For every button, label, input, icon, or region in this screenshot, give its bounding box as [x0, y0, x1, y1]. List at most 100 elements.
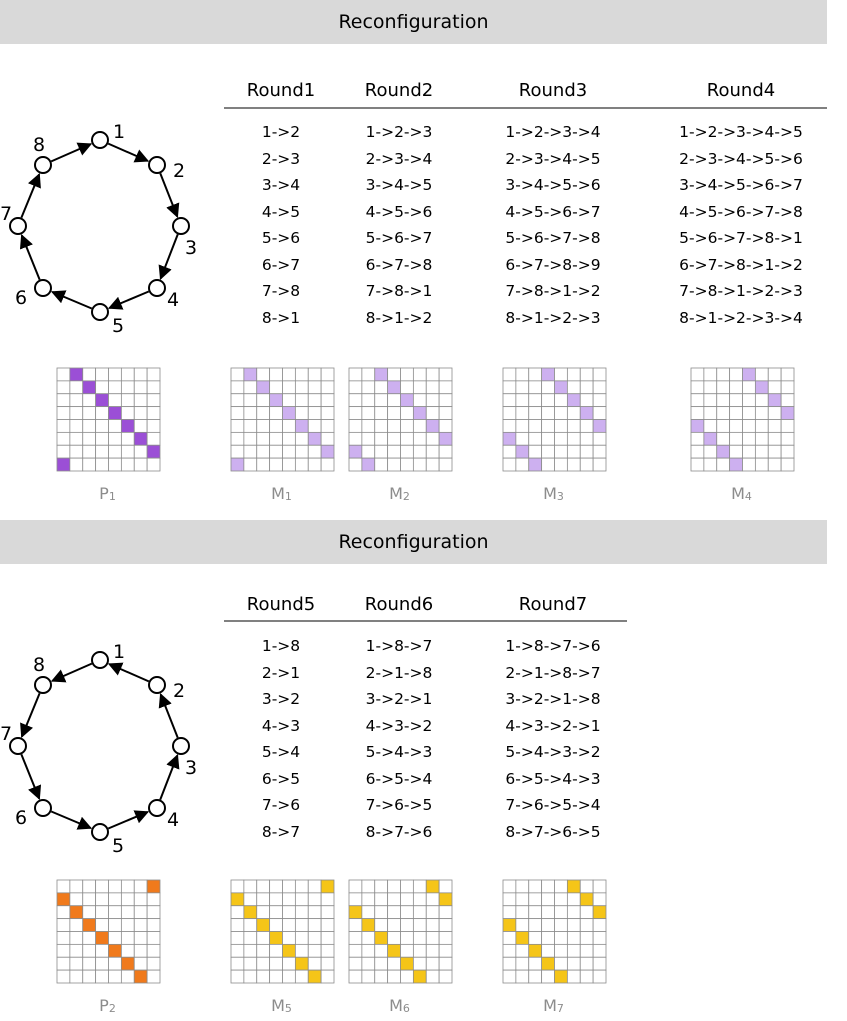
- matrix-cell: [566, 969, 581, 984]
- ring-edge-arrow: [158, 693, 179, 738]
- matrix-cell: [374, 457, 389, 472]
- matrix-cell-filled: [690, 419, 705, 433]
- matrix-cell: [729, 380, 743, 395]
- matrix-cell: [243, 444, 258, 459]
- matrix-cell: [56, 393, 71, 408]
- matrix-cell: [133, 444, 148, 459]
- ring-edge-arrow: [50, 142, 93, 163]
- matrix-cell: [120, 969, 135, 984]
- matrix-cell-filled: [146, 879, 161, 894]
- path-cell: 5->6: [261, 229, 301, 247]
- matrix-cell: [425, 444, 440, 459]
- matrix-cell: [230, 367, 245, 382]
- ring-edge-arrow: [20, 753, 42, 801]
- matrix-cell-filled: [82, 918, 97, 932]
- matrix-cell: [566, 905, 581, 920]
- round-header: Round7: [518, 594, 588, 615]
- matrix-cell: [348, 918, 363, 932]
- path-cell: 7->8: [261, 282, 301, 300]
- matrix-cell: [579, 943, 594, 958]
- ring-edge-arrow: [107, 290, 150, 310]
- matrix-cell: [387, 956, 401, 971]
- matrix-cell: [146, 367, 161, 382]
- matrix-cell: [361, 419, 376, 433]
- matrix-cell: [348, 956, 363, 971]
- matrix-cell-filled: [554, 969, 568, 984]
- path-cell: 2->1: [261, 663, 301, 682]
- matrix-cell: [69, 431, 84, 446]
- ring-node-label: 7: [0, 203, 12, 225]
- matrix-cell: [502, 892, 517, 907]
- matrix-cell: [320, 892, 335, 907]
- matrix-cell: [146, 393, 161, 408]
- matrix-label: P1: [99, 484, 116, 503]
- matrix-cell: [307, 393, 322, 408]
- matrix-cell: [716, 367, 731, 382]
- matrix-cell: [780, 393, 795, 408]
- matrix-cell: [502, 956, 517, 971]
- matrix-cell: [230, 918, 245, 932]
- matrix-cell: [320, 406, 335, 420]
- matrix-cell: [307, 406, 322, 420]
- matrix-cell: [528, 444, 543, 459]
- ring-node: [9, 737, 27, 755]
- matrix-cell: [282, 931, 296, 945]
- matrix-cell: [320, 943, 335, 958]
- matrix-cell: [320, 457, 335, 472]
- matrix-cell: [348, 892, 363, 907]
- matrix-cell: [282, 956, 296, 971]
- matrix-cell: [95, 367, 109, 382]
- matrix-cell: [256, 367, 271, 382]
- matrix-cell: [374, 969, 389, 984]
- matrix-cell: [82, 431, 97, 446]
- matrix-label: M4: [731, 484, 752, 503]
- matrix-cell-filled: [579, 406, 594, 420]
- matrix-cell: [541, 918, 555, 932]
- matrix-cell: [566, 444, 581, 459]
- matrix-cell-filled: [146, 444, 161, 459]
- matrix-cell: [438, 879, 453, 894]
- matrix-cell: [307, 879, 322, 894]
- ring-node: [148, 676, 166, 694]
- matrix-cell: [146, 419, 161, 433]
- matrix-cell: [566, 892, 581, 907]
- matrix-cell: [425, 393, 440, 408]
- matrix-cell: [120, 406, 135, 420]
- matrix-label: M7: [543, 996, 564, 1015]
- matrix-cell: [374, 406, 389, 420]
- matrix-cell: [348, 367, 363, 382]
- matrix-cell-filled: [387, 380, 401, 395]
- path-cell: 2->3->4: [365, 149, 433, 168]
- matrix-cell: [294, 444, 309, 459]
- matrix-cell: [243, 457, 258, 472]
- matrix-cell: [361, 380, 376, 395]
- matrix-cell: [307, 380, 322, 395]
- banner-title: Reconfiguration: [338, 11, 489, 33]
- matrix-cell: [320, 918, 335, 932]
- path-cell: 2->1->8: [365, 663, 433, 682]
- matrix-cell: [592, 879, 607, 894]
- matrix-cell: [320, 419, 335, 433]
- matrix-cell-filled: [754, 380, 769, 395]
- matrix-cell: [256, 905, 271, 920]
- matrix-cell: [400, 931, 414, 945]
- matrix-cell: [400, 905, 414, 920]
- matrix-cell: [400, 892, 414, 907]
- matrix-cell: [412, 419, 427, 433]
- matrix-m3: [502, 367, 607, 472]
- matrix-cell: [361, 406, 376, 420]
- matrix-cell: [282, 918, 296, 932]
- matrix-cell: [438, 918, 453, 932]
- matrix-cell: [108, 393, 122, 408]
- matrix-cell: [243, 406, 258, 420]
- path-cell: 4->3->2: [365, 716, 433, 735]
- matrix-cell: [230, 393, 245, 408]
- matrix-cell: [269, 444, 283, 459]
- path-cell: 4->5->6: [365, 202, 433, 221]
- matrix-cell: [294, 943, 309, 958]
- matrix-cell-filled: [348, 905, 363, 920]
- matrix-cell: [256, 879, 271, 894]
- matrix-cell-filled: [566, 393, 581, 408]
- matrix-cell: [502, 905, 517, 920]
- path-cell: 8->7->6: [365, 822, 433, 841]
